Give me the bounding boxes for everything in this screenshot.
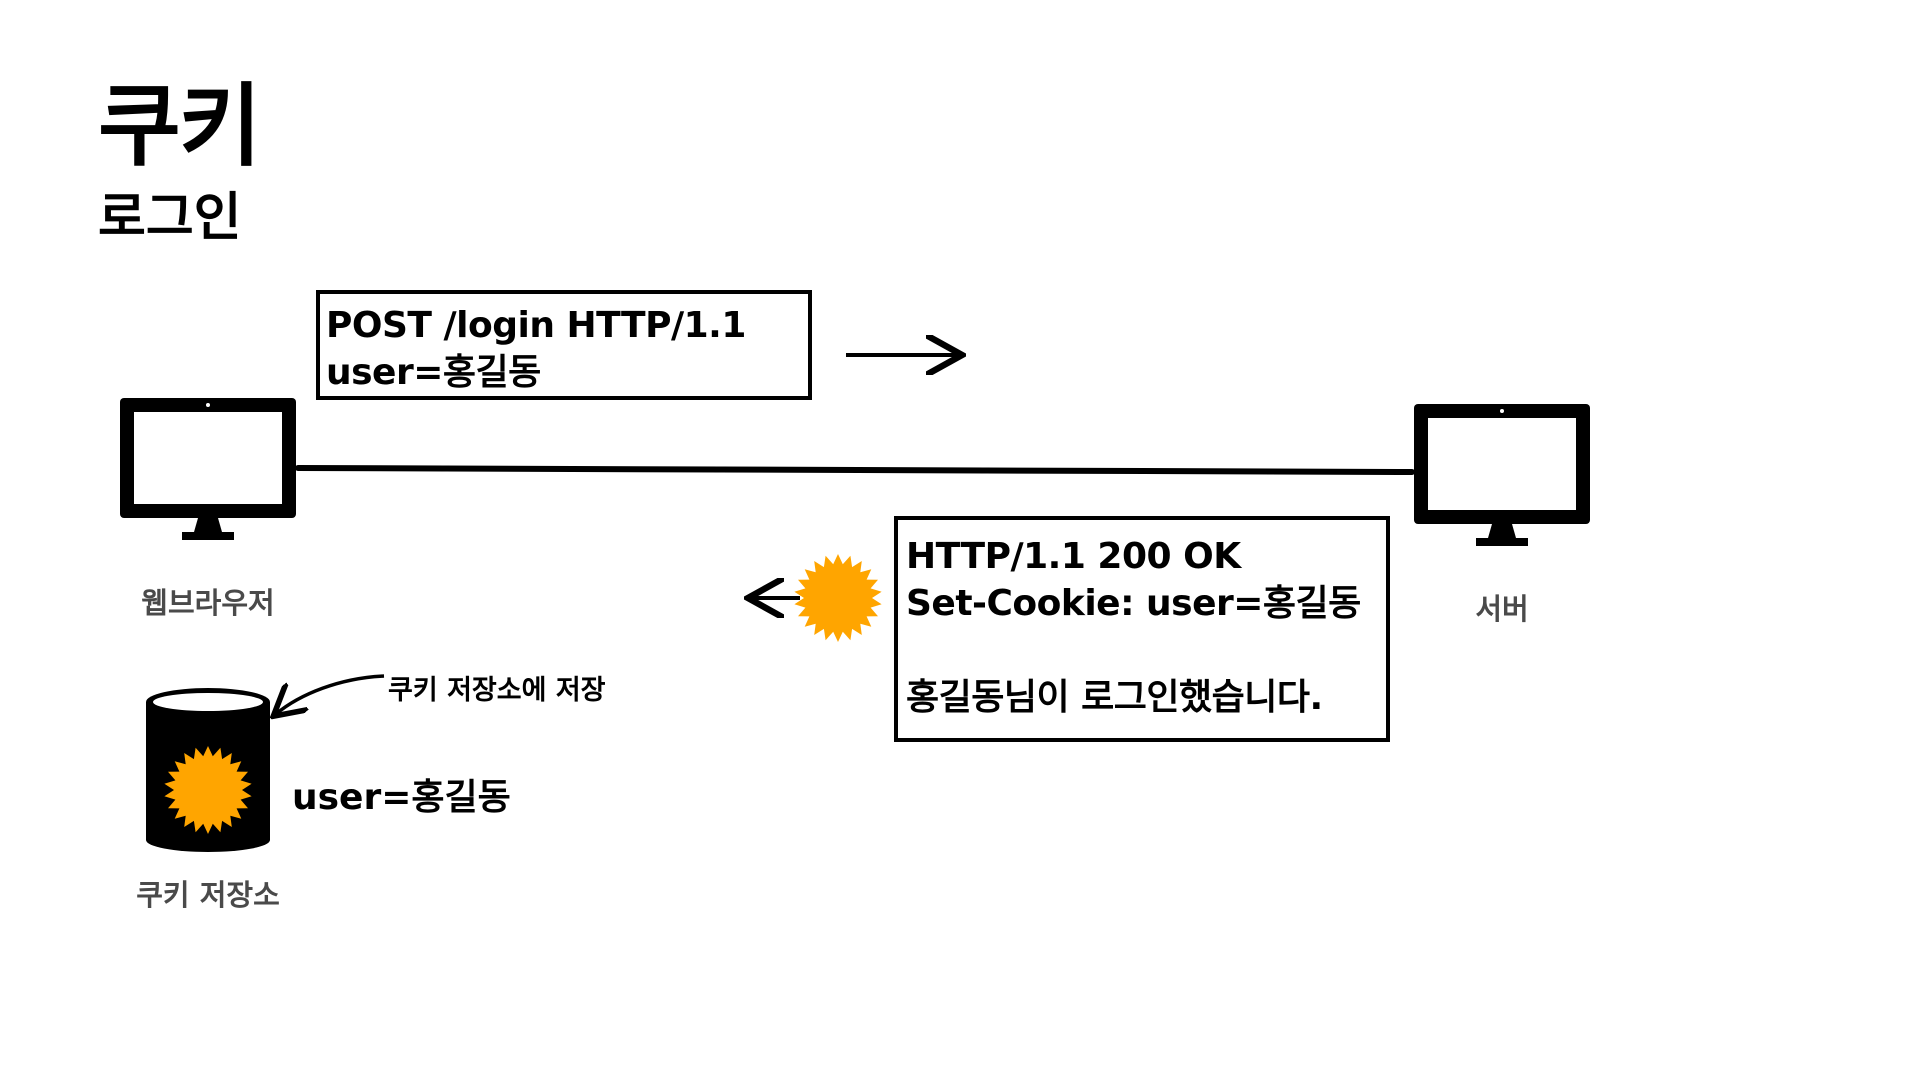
response-line-3: 홍길동님이 로그인했습니다. bbox=[906, 677, 1323, 718]
cookie-starburst-icon bbox=[794, 554, 882, 642]
browser-monitor-icon bbox=[120, 398, 296, 540]
slide-title: 쿠키 bbox=[98, 74, 262, 179]
request-line-2: user=홍길동 bbox=[326, 352, 541, 393]
response-line-2: Set-Cookie: user=홍길동 bbox=[906, 583, 1361, 624]
storage-annotation: 쿠키 저장소에 저장 bbox=[388, 675, 606, 706]
browser-label: 웹브라우저 bbox=[141, 586, 275, 620]
server-monitor-icon bbox=[1414, 404, 1590, 546]
stored-cookie-text: user=홍길동 bbox=[292, 777, 511, 818]
response-line-1: HTTP/1.1 200 OK bbox=[906, 536, 1241, 577]
stored-cookie-starburst-icon bbox=[164, 746, 252, 834]
storage-annotation-arrow bbox=[276, 674, 385, 714]
response-message: HTTP/1.1 200 OK Set-Cookie: user=홍길동 홍길동… bbox=[906, 533, 1361, 721]
slide-subtitle: 로그인 bbox=[98, 188, 242, 248]
cookie-storage-cylinder-icon bbox=[146, 688, 270, 852]
request-box bbox=[316, 290, 812, 400]
request-line-1: POST /login HTTP/1.1 bbox=[326, 305, 746, 346]
server-label: 서버 bbox=[1475, 592, 1529, 626]
response-box bbox=[894, 516, 1390, 742]
cookie-storage-label: 쿠키 저장소 bbox=[136, 878, 280, 912]
connection-line bbox=[295, 465, 1415, 475]
response-blank-line bbox=[906, 627, 1361, 674]
request-message: POST /login HTTP/1.1 user=홍길동 bbox=[326, 302, 746, 396]
